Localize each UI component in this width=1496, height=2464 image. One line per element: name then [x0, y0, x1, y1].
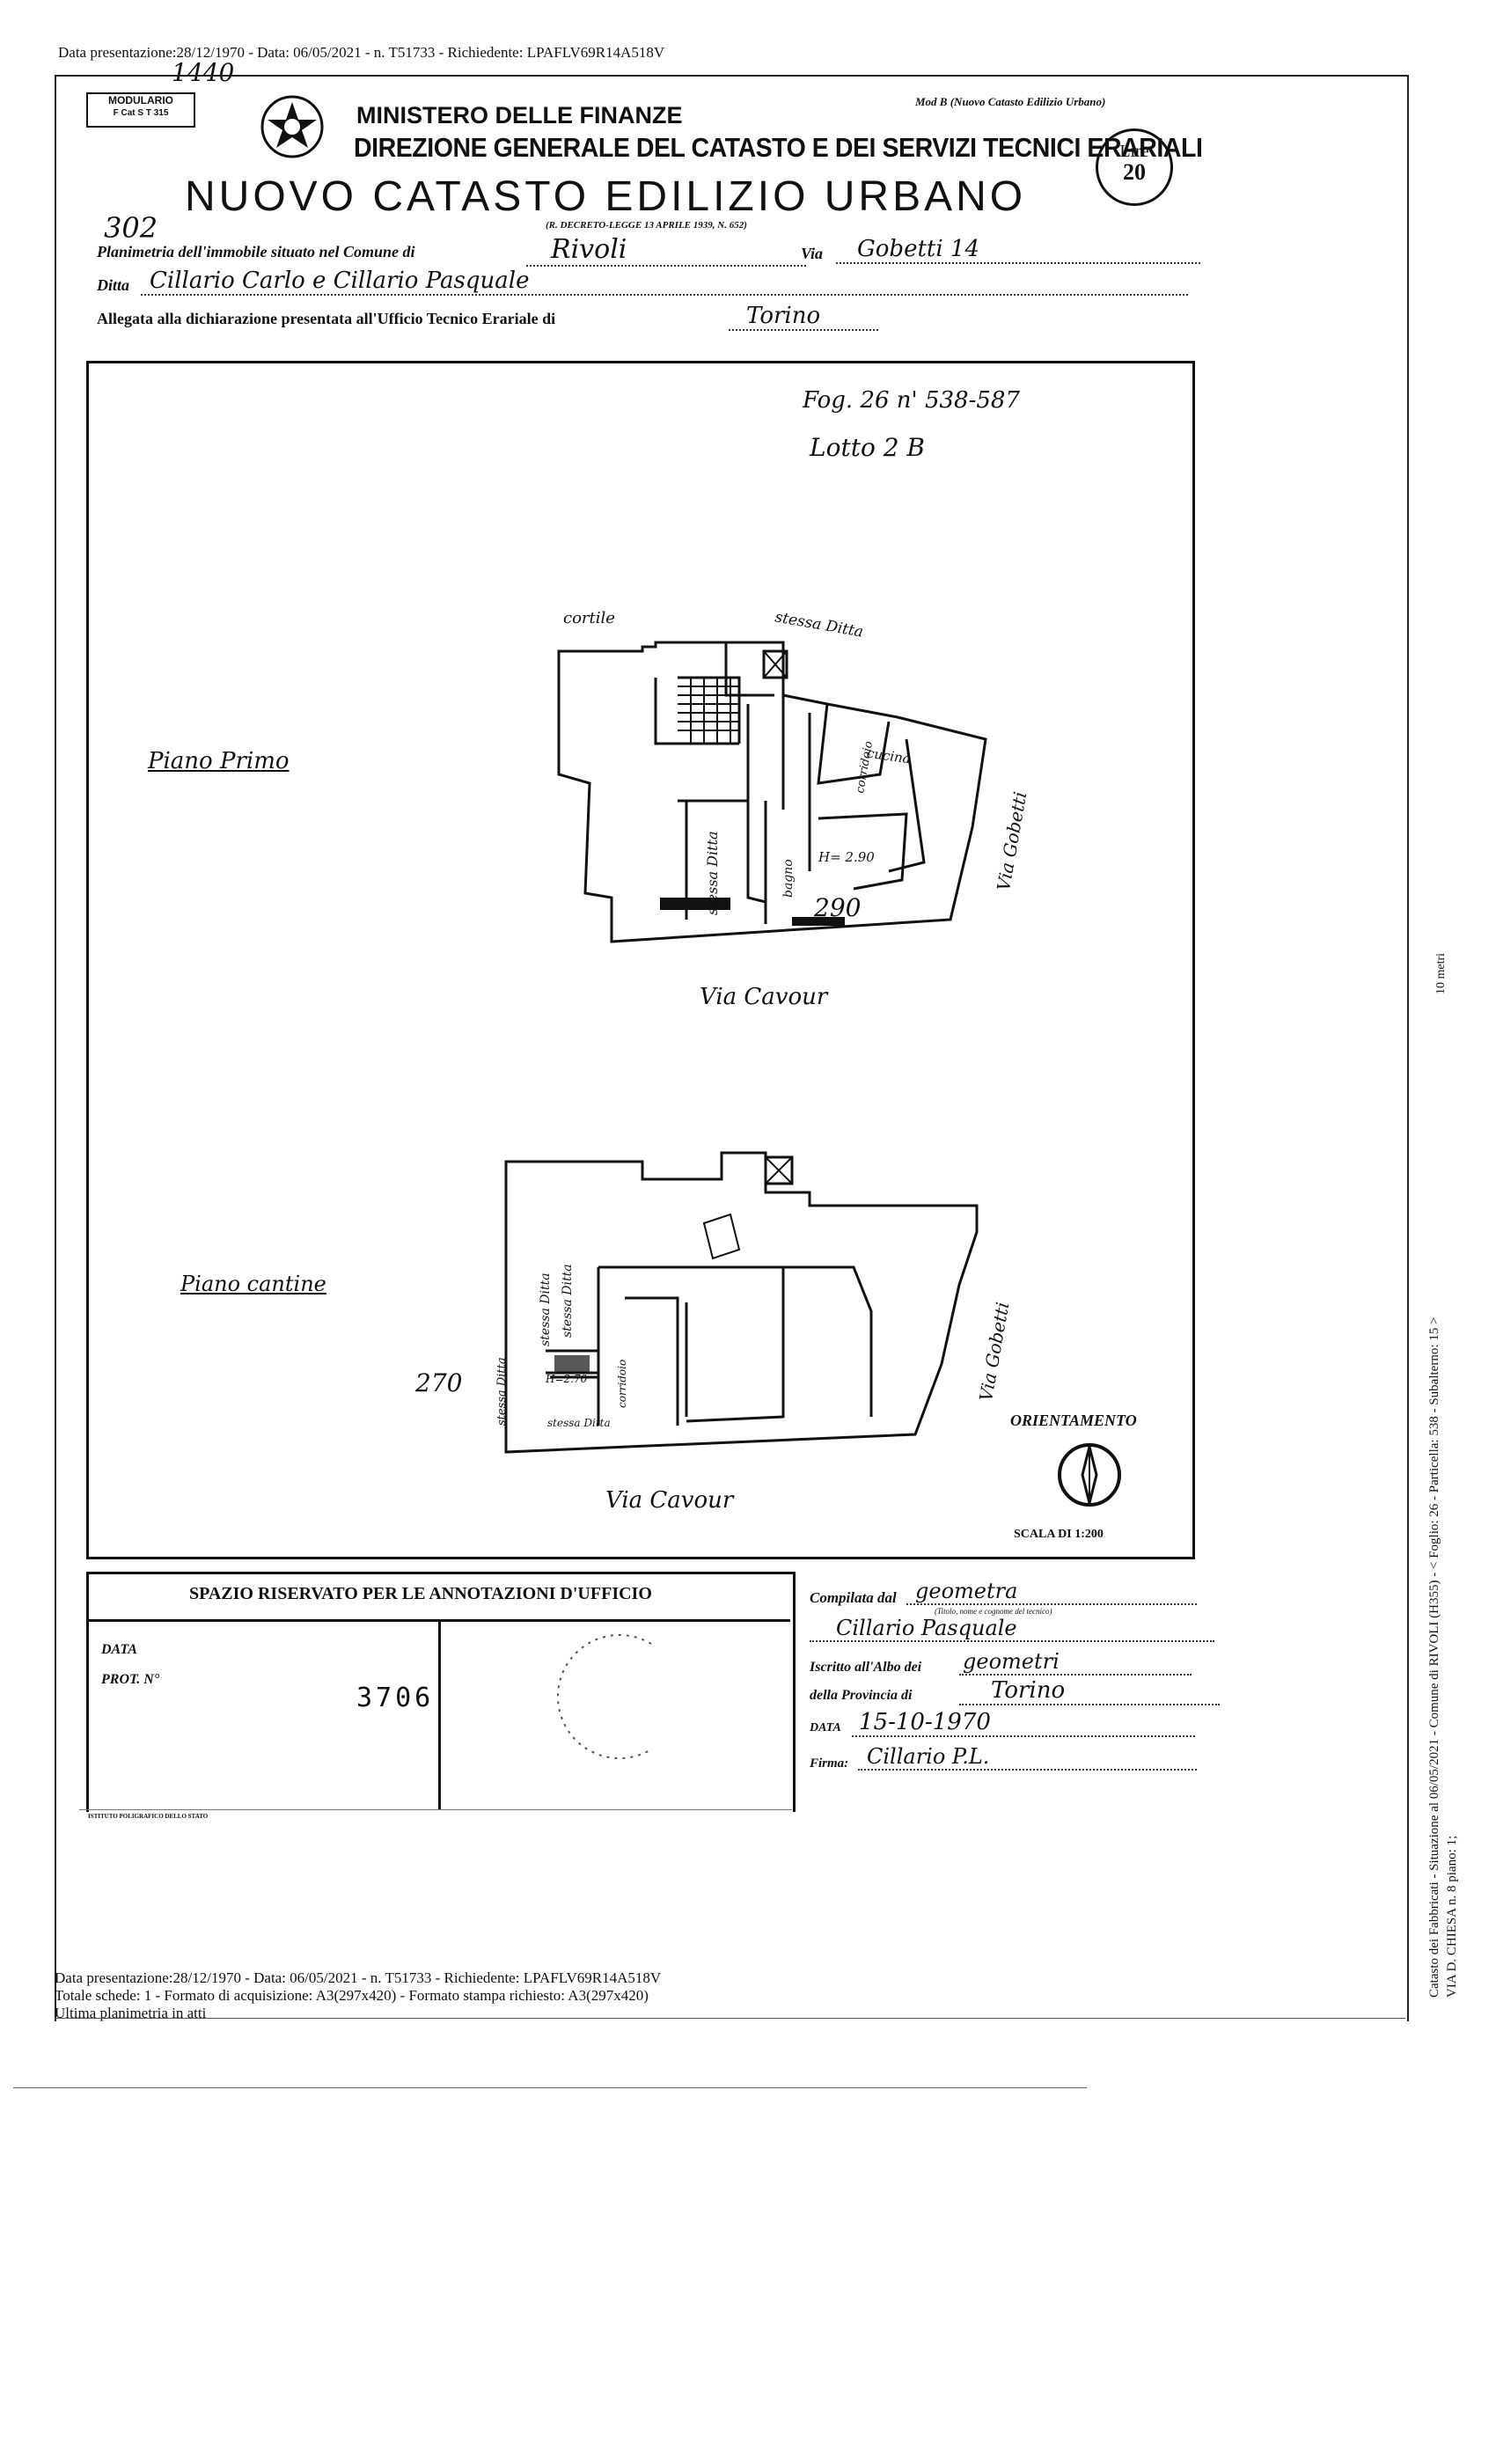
- emblem-icon: [260, 95, 324, 158]
- catasto-line1: Catasto dei Fabbricati - Situazione al 0…: [1427, 1316, 1441, 1998]
- foglio-note: Fog. 26 n' 538-587: [803, 387, 1020, 414]
- handwritten-302: 302: [104, 211, 158, 245]
- footer-line3: Ultima planimetria in atti: [55, 2005, 207, 2021]
- compilata-label: Compilata dal: [810, 1589, 897, 1606]
- handwritten-number: 1440: [172, 58, 235, 87]
- number-290: 290: [814, 893, 862, 922]
- allegata-label: Allegata alla dichiarazione presentata a…: [97, 310, 556, 327]
- bagno-label: bagno: [781, 859, 796, 898]
- modulario-label: MODULARIO: [108, 94, 173, 106]
- number-270: 270: [415, 1368, 463, 1397]
- office-stamp-number: 3706: [356, 1683, 435, 1713]
- compilation-data-value: 15-10-1970: [852, 1709, 1195, 1737]
- scala-label: SCALA DI 1:200: [1014, 1528, 1104, 1541]
- stessa-ditta-cant3: stessa Ditta: [495, 1357, 509, 1426]
- modulario-code: F Cat S T 315: [113, 108, 169, 118]
- plan-frame: [86, 361, 1195, 1559]
- height-cant-label: H=2.70: [546, 1373, 588, 1385]
- compilata-hint: (Titolo, nome e cognome del tecnico): [935, 1607, 1052, 1616]
- iscritto-value: geometri: [959, 1649, 1192, 1676]
- bottom-rule: [13, 2087, 1087, 2088]
- office-prot-label: PROT. N°: [101, 1672, 160, 1687]
- office-data-label: DATA: [101, 1642, 137, 1657]
- lotto-note: Lotto 2 B: [810, 433, 926, 462]
- compilata-value: geometra: [906, 1579, 1197, 1605]
- top-metadata: Data presentazione:28/12/1970 - Data: 06…: [58, 44, 665, 61]
- cellar-floor-plan: [504, 1151, 979, 1454]
- footer-rule: [55, 2018, 1405, 2019]
- ditta-value: Cillario Carlo e Cillario Pasquale: [141, 268, 1188, 296]
- firma-value: Cillario P.L.: [858, 1744, 1197, 1771]
- directorate-title: DIREZIONE GENERALE DEL CATASTO E DEI SER…: [354, 132, 1203, 163]
- office-box-title: SPAZIO RISERVATO PER LE ANNOTAZIONI D'UF…: [189, 1584, 652, 1603]
- planimetria-label: Planimetria dell'immobile situato nel Co…: [97, 243, 415, 260]
- provincia-value: Torino: [959, 1677, 1220, 1705]
- cortile-label: cortile: [563, 609, 615, 627]
- via-cavour-1: Via Cavour: [700, 984, 828, 1010]
- comune-value: Rivoli: [526, 234, 806, 267]
- stessa-ditta-cant4: stessa Ditta: [547, 1417, 611, 1429]
- corridoio-label-cant: corridoio: [616, 1359, 628, 1408]
- metri-label: 10 metri: [1434, 952, 1448, 994]
- decree-label: (R. DECRETO-LEGGE 13 APRILE 1939, N. 652…: [546, 220, 747, 231]
- orientamento-label: ORIENTAMENTO: [1010, 1412, 1137, 1429]
- main-title: NUOVO CATASTO EDILIZIO URBANO: [185, 173, 1027, 220]
- compass-icon: [1058, 1443, 1121, 1507]
- height-label: H= 2.90: [818, 849, 875, 865]
- page-frame: [55, 75, 1409, 2021]
- stessa-ditta-cant1: stessa Ditta: [539, 1272, 553, 1346]
- piano-primo-label: Piano Primo: [148, 748, 290, 774]
- footer-line1: Data presentazione:28/12/1970 - Data: 06…: [55, 1969, 662, 1986]
- via-cavour-2: Via Cavour: [605, 1487, 734, 1514]
- footer-line2: Totale schede: 1 - Formato di acquisizio…: [55, 1987, 649, 2004]
- firma-label: Firma:: [810, 1756, 849, 1771]
- office-box-vdivider: [438, 1619, 441, 1809]
- catasto-line2: VIA D. CHIESA n. 8 piano: 1;: [1445, 1835, 1459, 1998]
- first-floor-plan: [557, 641, 987, 943]
- provincia-label: della Provincia di: [810, 1688, 913, 1703]
- ufficio-value: Torino: [729, 303, 878, 331]
- via-value: Gobetti 14: [836, 236, 1200, 264]
- ditta-label: Ditta: [97, 276, 130, 294]
- office-stamp-circle: [557, 1634, 652, 1759]
- via-label: Via: [801, 245, 824, 262]
- office-box: [86, 1572, 796, 1812]
- stamp-lire-label: Lire: [1119, 142, 1149, 161]
- stessa-ditta-left: stessa Ditta: [704, 831, 721, 916]
- office-box-base: [79, 1809, 792, 1810]
- stessa-ditta-cant2: stessa Ditta: [561, 1264, 575, 1338]
- stamp-lire-value: 20: [1123, 159, 1146, 185]
- compilation-data-label: DATA: [810, 1721, 841, 1734]
- printer-label: ISTITUTO POLIGRAFICO DELLO STATO: [88, 1813, 209, 1820]
- modulario-box: MODULARIO F Cat S T 315: [86, 92, 195, 128]
- ministry-title: MINISTERO DELLE FINANZE: [356, 102, 683, 128]
- stamp-lire: Lire 20: [1096, 128, 1173, 206]
- piano-cantine-label: Piano cantine: [180, 1272, 326, 1296]
- iscritto-label: Iscritto all'Albo dei: [810, 1660, 922, 1675]
- model-label: Mod B (Nuovo Catasto Edilizio Urbano): [915, 95, 1106, 108]
- compilata-name: Cillario Pasquale: [810, 1616, 1214, 1642]
